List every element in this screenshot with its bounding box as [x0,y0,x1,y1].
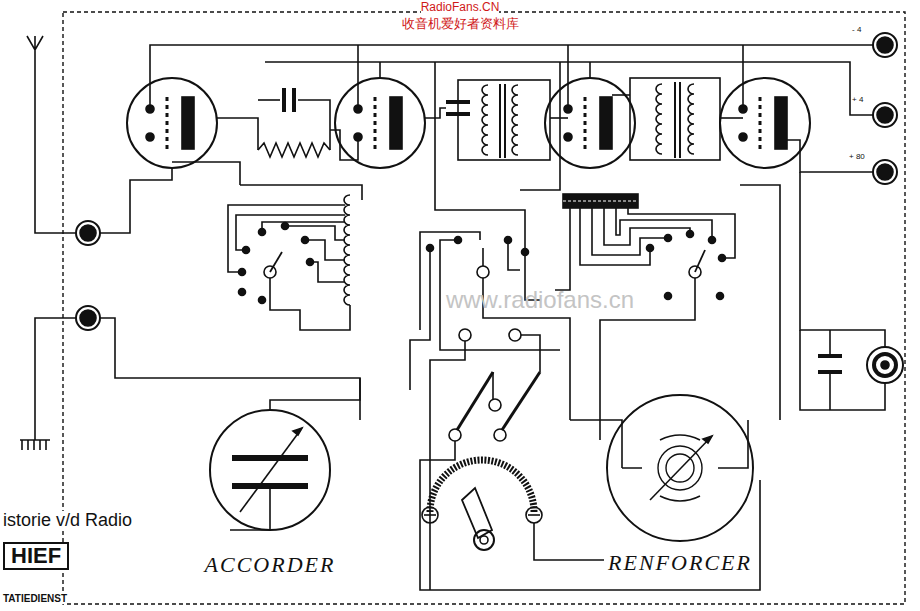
terminal-label: + 4 [852,96,863,105]
component-circle [210,410,330,530]
archive-stamp: TATIEDIENST [3,593,67,604]
component-circle [607,395,753,541]
tuning-capacitor: ACCORDER [195,400,345,582]
component-label: RENFORCER [604,550,756,576]
watermark-site: RadioFans.CN [421,1,500,14]
terminal-label: - 4 [852,26,861,35]
archive-stamp: HIEF [3,542,69,570]
watermark-url: www.radiofans.cn [446,287,634,313]
watermark-chinese: 收音机爱好者资料库 [402,17,519,31]
archive-stamp: istorie v/d Radio [3,511,132,531]
component-label: ACCORDER [201,552,340,578]
variometer: RENFORCER [600,393,760,582]
terminal-label: + 80 [849,153,865,162]
